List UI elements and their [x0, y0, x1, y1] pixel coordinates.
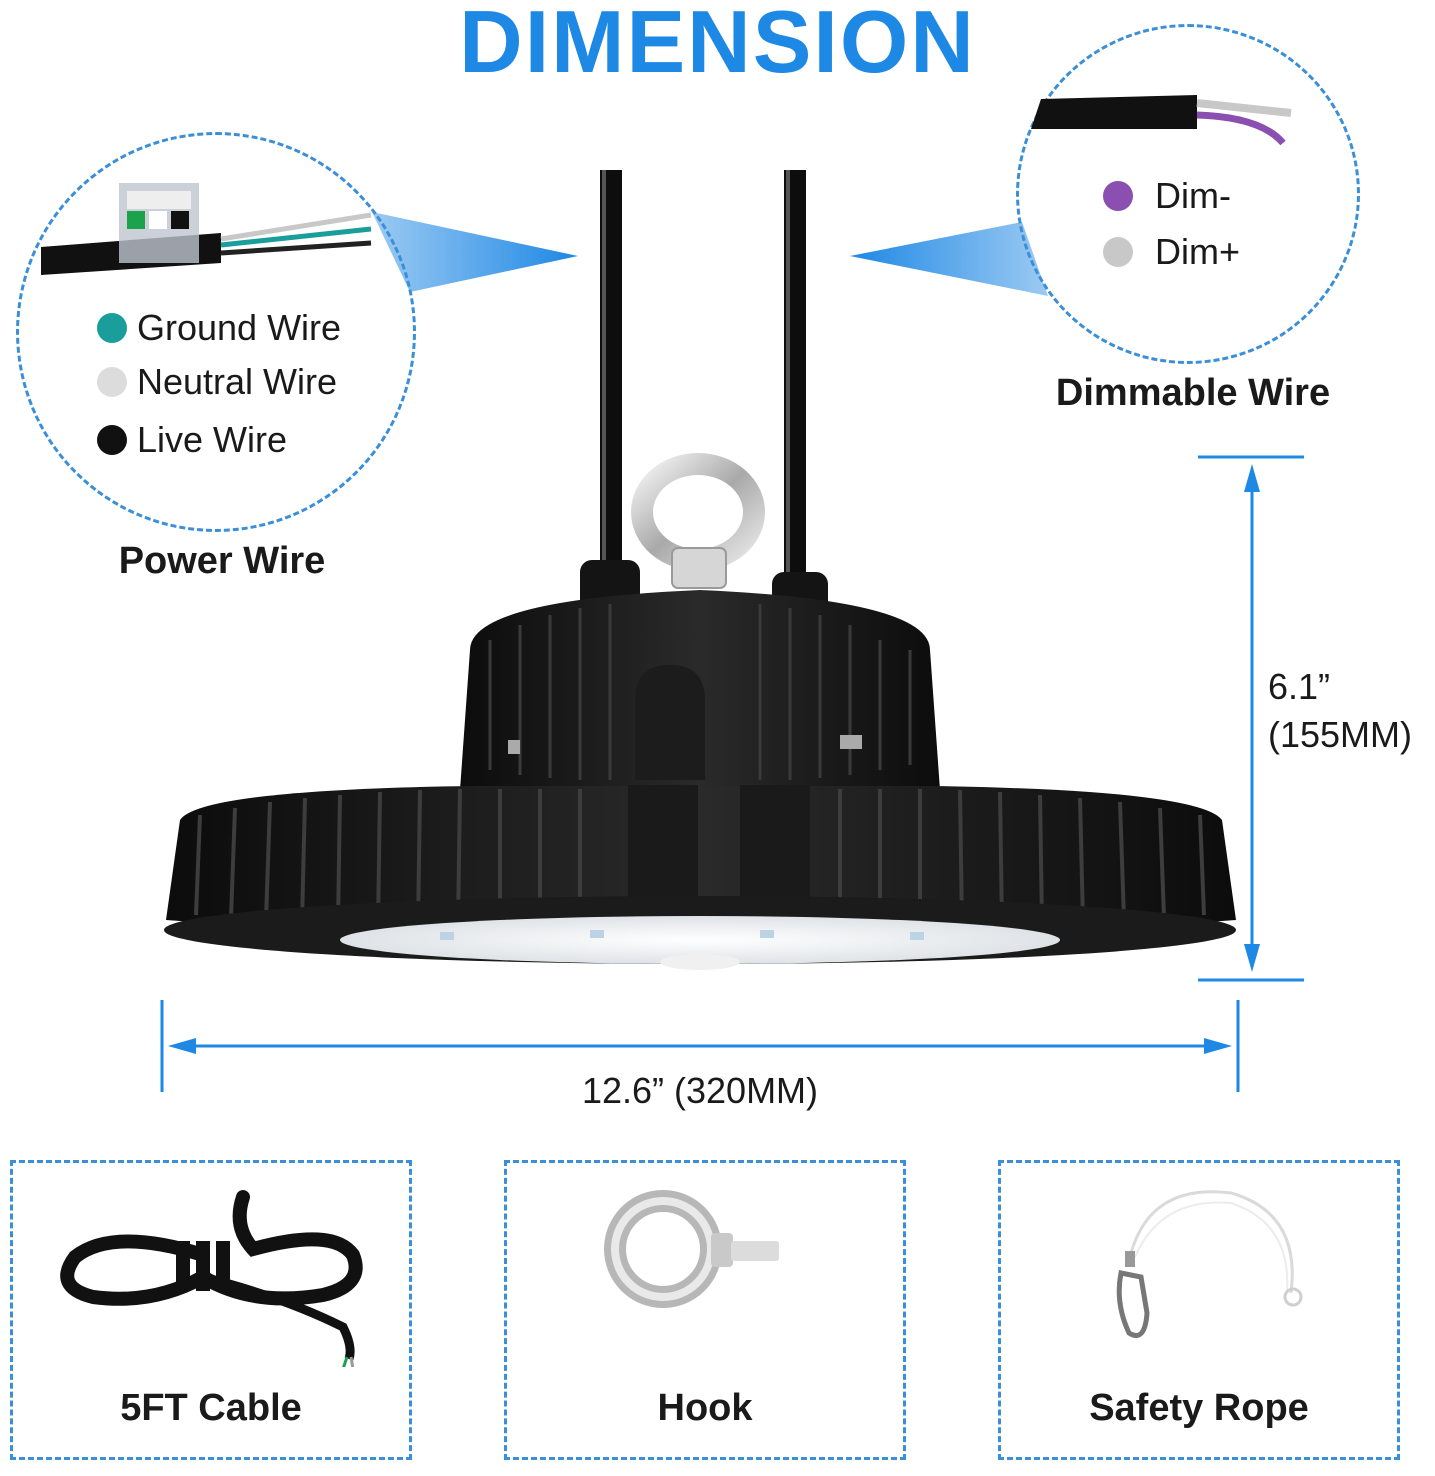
dimmable-wire-circle: Dim- Dim+: [1016, 24, 1360, 364]
accessory-safety-rope: Safety Rope: [998, 1160, 1400, 1460]
safety-rope-label: Safety Rope: [1089, 1387, 1309, 1429]
safety-rope-icon: [1116, 1190, 1303, 1338]
page-title: DIMENSION: [459, 0, 976, 91]
accessory-cable: 5FT Cable: [10, 1160, 412, 1460]
width-label: 12.6” (320MM): [581, 1070, 819, 1111]
dimmable-cable-icon: [1031, 95, 1292, 146]
power-wire-caption: Power Wire: [118, 540, 326, 582]
dim-plus-legend: Dim+: [1103, 231, 1240, 273]
dim-minus-dot: [1103, 181, 1133, 211]
hook-label: Hook: [657, 1387, 753, 1429]
power-wire-circle: Ground Wire Neutral Wire Live Wire: [16, 132, 416, 532]
eye-hook-icon: [604, 1190, 779, 1308]
accessory-hook: Hook: [504, 1160, 906, 1460]
height-mm: (155MM): [1268, 714, 1413, 755]
power-cable-icon: [41, 183, 372, 275]
neutral-wire-legend: Neutral Wire: [97, 361, 337, 403]
power-wire-callout: [372, 212, 578, 292]
live-wire-label: Live Wire: [137, 419, 288, 460]
dim-minus-label: Dim-: [1155, 175, 1231, 216]
neutral-wire-dot: [97, 367, 127, 397]
dim-plus-dot: [1103, 237, 1133, 267]
dimmable-wire-caption: Dimmable Wire: [1055, 372, 1331, 414]
live-wire-legend: Live Wire: [97, 419, 287, 461]
dimmable-wire-callout: [850, 222, 1048, 296]
live-wire-dot: [97, 425, 127, 455]
dim-minus-legend: Dim-: [1103, 175, 1231, 217]
cable-icon: [60, 1190, 363, 1367]
height-inches: 6.1”: [1268, 666, 1331, 707]
neutral-wire-label: Neutral Wire: [137, 361, 338, 402]
ground-wire-dot: [97, 313, 127, 343]
ground-wire-label: Ground Wire: [137, 307, 342, 348]
dim-plus-label: Dim+: [1155, 231, 1241, 272]
cable-label: 5FT Cable: [120, 1387, 302, 1429]
ground-wire-legend: Ground Wire: [97, 307, 341, 349]
